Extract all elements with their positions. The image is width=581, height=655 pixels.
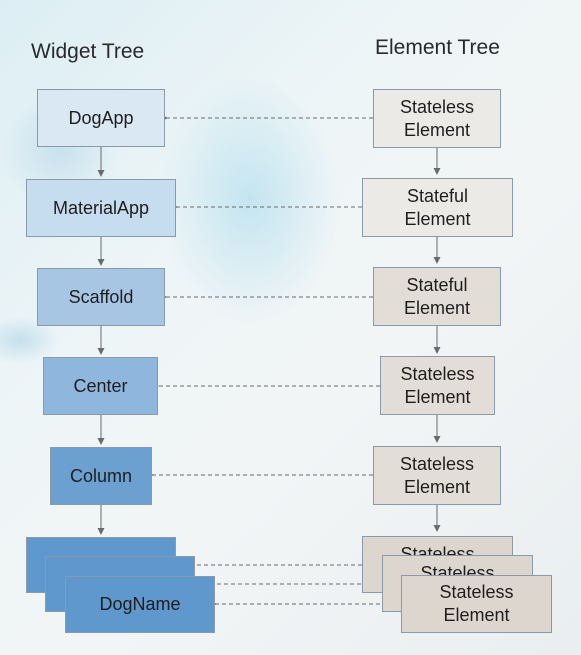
- element-node-4: Stateless Element: [380, 356, 495, 415]
- element-tree-header: Element Tree: [375, 36, 500, 59]
- element-node-3: Stateful Element: [373, 267, 501, 326]
- element-node-1: Stateless Element: [373, 89, 501, 148]
- widget-node-center: Center: [43, 357, 158, 415]
- widget-node-dogname: DogName: [65, 576, 215, 633]
- widget-node-scaffold: Scaffold: [37, 268, 165, 326]
- widget-tree-header: Widget Tree: [31, 40, 145, 63]
- element-node-6: Stateless Element: [401, 575, 552, 633]
- widget-node-column: Column: [50, 447, 152, 505]
- widget-node-materialapp: MaterialApp: [26, 179, 176, 237]
- element-node-5: Stateless Element: [373, 446, 501, 505]
- element-node-2: Stateful Element: [362, 178, 513, 237]
- widget-node-dogapp: DogApp: [37, 89, 165, 147]
